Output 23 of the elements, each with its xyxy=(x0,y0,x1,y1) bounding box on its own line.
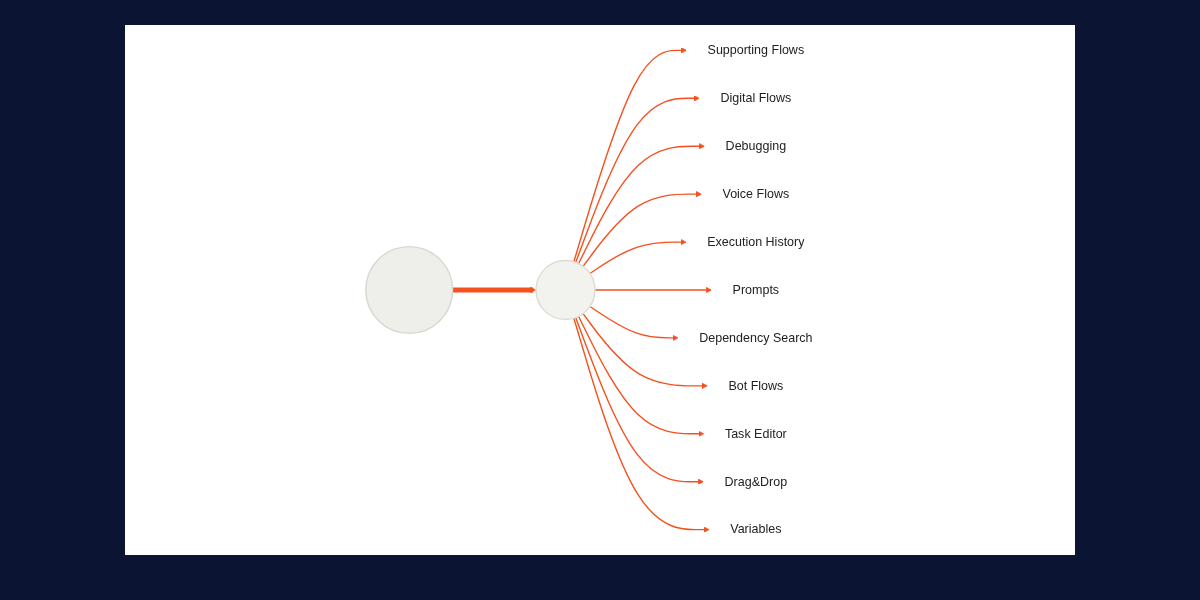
node-text: Prompts xyxy=(733,282,780,297)
arrow xyxy=(573,47,688,263)
node-text: Supporting Flows xyxy=(707,43,805,57)
arrow xyxy=(578,315,705,437)
arrow xyxy=(573,317,711,533)
node-text: Variables xyxy=(730,522,782,537)
node-text: Drag&Drop xyxy=(725,474,788,489)
node-text: Task Editor xyxy=(725,426,788,441)
node-circle xyxy=(535,259,597,321)
arrow xyxy=(575,95,701,264)
node-text: Execution History xyxy=(707,234,805,249)
arrow xyxy=(453,286,537,294)
node-text: Dependency Search xyxy=(699,330,813,345)
arrow xyxy=(589,305,680,341)
node-text: Bot Flows xyxy=(728,378,784,393)
node-text: Debugging xyxy=(726,138,787,153)
node-text: Digital Flows xyxy=(720,90,792,105)
arrow xyxy=(578,143,706,265)
arrow xyxy=(575,316,705,485)
arrow xyxy=(582,313,709,389)
node-text: Voice Flows xyxy=(722,186,790,201)
arrow xyxy=(582,191,703,267)
node-person xyxy=(365,245,454,335)
